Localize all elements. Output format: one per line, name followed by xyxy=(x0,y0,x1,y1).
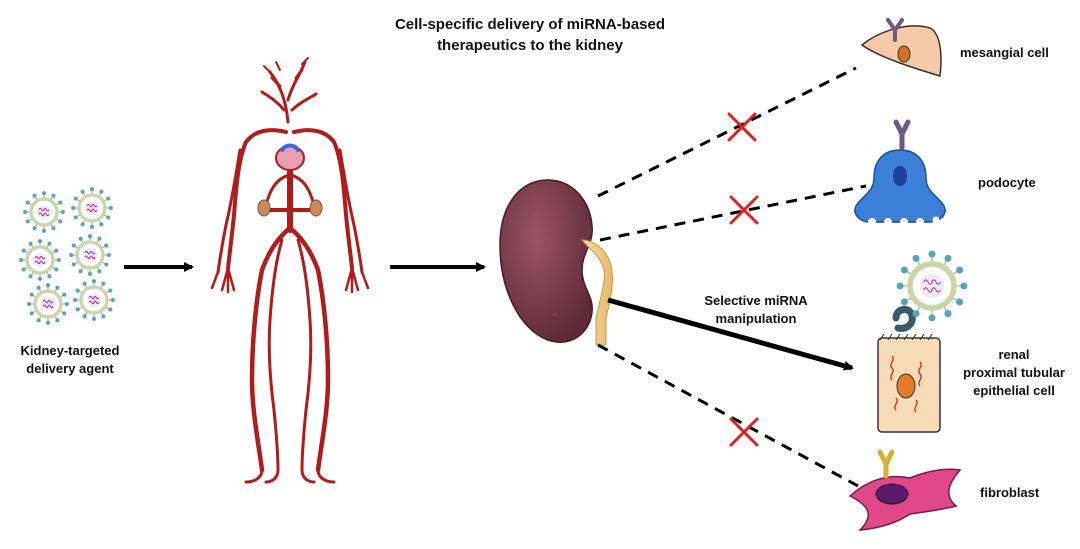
pathway-to-fibroblast xyxy=(597,343,859,488)
blocked-x-icon xyxy=(727,112,757,142)
delivery-agent-label-line-1: Kidney-targeted xyxy=(20,343,120,358)
nanoparticle-icon xyxy=(23,191,65,233)
selective-manipulation-label: Selective miRNA manipulation xyxy=(686,292,826,328)
delivery-agent-label: Kidney-targeted delivery agent xyxy=(10,342,130,378)
title-line-1: Cell-specific delivery of miRNA-based xyxy=(394,16,666,33)
blocked-marks xyxy=(727,112,759,447)
selective-label-line-2: manipulation xyxy=(715,311,797,326)
pathway-to-rptec xyxy=(607,297,854,371)
mesangial-cell-icon xyxy=(860,18,942,77)
human-vascular-icon xyxy=(210,57,370,484)
podocyte-label: podocyte xyxy=(978,175,1036,190)
fibroblast-label: fibroblast xyxy=(980,485,1040,500)
rptec-label-line-3: epithelial cell xyxy=(973,383,1055,398)
nanoparticle-icon xyxy=(27,283,69,325)
nanoparticle-icon xyxy=(896,250,968,322)
nanoparticle-icon xyxy=(896,250,968,322)
nanoparticle-icon xyxy=(73,279,115,321)
podocyte-icon xyxy=(854,119,946,226)
diagram-title: Cell-specific delivery of miRNA-based th… xyxy=(340,14,720,56)
fibroblast-icon xyxy=(848,449,962,531)
delivery-agent-label-line-2: delivery agent xyxy=(26,361,114,376)
delivery-agent-cluster xyxy=(19,187,115,325)
blocked-x-icon xyxy=(729,417,759,447)
rptec-icon xyxy=(877,306,941,433)
rptec-label: renal proximal tubular epithelial cell xyxy=(950,346,1078,400)
pathway-to-mesangial xyxy=(597,66,857,198)
rptec-label-line-1: renal xyxy=(998,347,1030,362)
nanoparticle-icon xyxy=(71,187,113,229)
title-line-2: therapeutics to the kidney xyxy=(437,37,623,54)
rptec-label-line-2: proximal tubular xyxy=(963,365,1065,380)
blocked-x-icon xyxy=(729,195,759,225)
kidney-icon xyxy=(499,179,613,346)
pathway-to-podocyte xyxy=(599,184,867,242)
nanoparticle-icon xyxy=(19,239,61,281)
selective-label-line-1: Selective miRNA xyxy=(704,293,808,308)
nanoparticle-icon xyxy=(69,234,111,276)
mesangial-cell-label: mesangial cell xyxy=(960,45,1049,60)
